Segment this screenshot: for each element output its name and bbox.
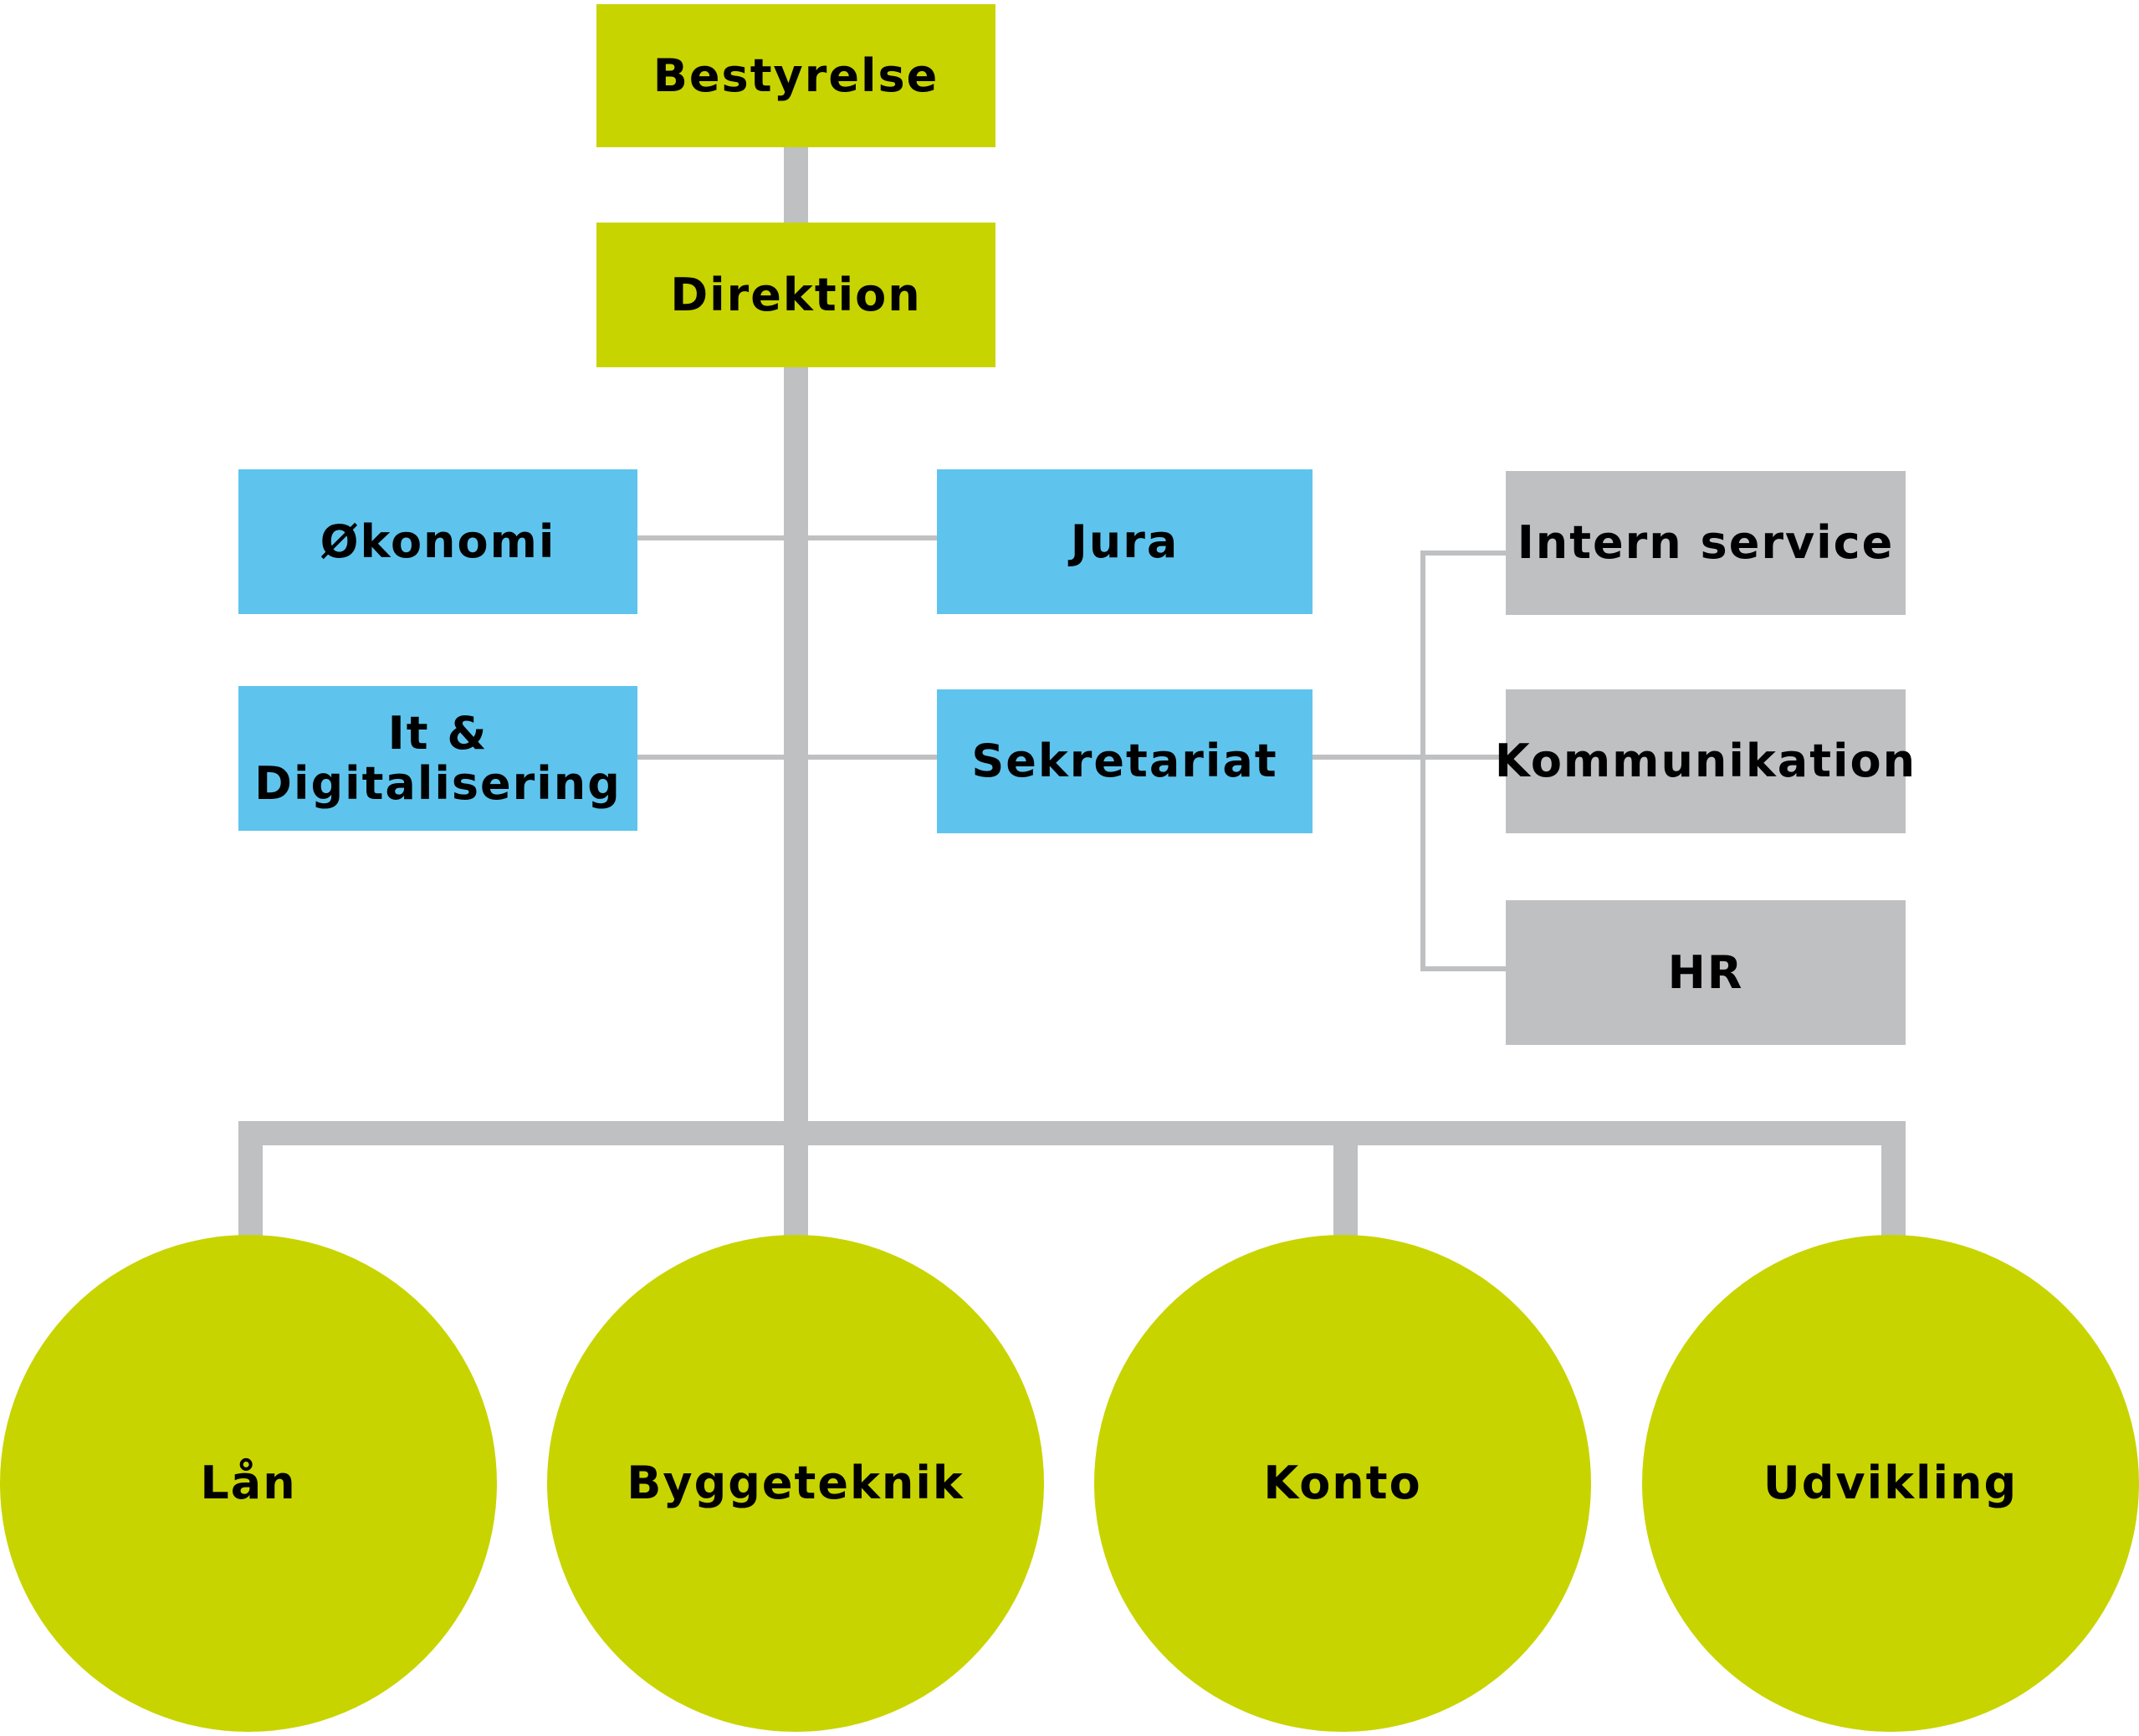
connector-intern-service [1420, 551, 1506, 556]
connector-division-1 [238, 1121, 263, 1238]
node-lan: Lån [0, 1235, 497, 1732]
node-bestyrelse: Bestyrelse [596, 4, 995, 147]
connector-division-4 [1881, 1121, 1906, 1238]
connector-hr [1420, 966, 1506, 971]
connector-it [637, 755, 937, 760]
node-it-digitalisering-label: It & Digitalisering [254, 707, 622, 810]
node-intern-service: Intern service [1506, 471, 1906, 615]
node-konto: Konto [1094, 1235, 1591, 1732]
node-jura: Jura [937, 469, 1313, 614]
node-direktion: Direktion [596, 223, 995, 367]
node-udvikling: Udvikling [1642, 1235, 2139, 1732]
node-kommunikation: Kommunikation [1495, 689, 1915, 833]
node-okonomi: Økonomi [238, 469, 637, 614]
connector-division-3 [1333, 1121, 1358, 1238]
connector-division-2 [784, 1121, 808, 1238]
node-hr: HR [1506, 900, 1906, 1045]
connector-sekretariat [1313, 755, 1506, 760]
node-sekretariat: Sekretariat [937, 689, 1313, 833]
connector-bracket-vertical [1420, 551, 1425, 971]
node-byggeteknik: Byggeteknik [547, 1235, 1044, 1732]
connector-division-bar [238, 1121, 1906, 1145]
connector-okonomi [637, 535, 937, 540]
node-it-digitalisering: It & Digitalisering [238, 686, 637, 831]
